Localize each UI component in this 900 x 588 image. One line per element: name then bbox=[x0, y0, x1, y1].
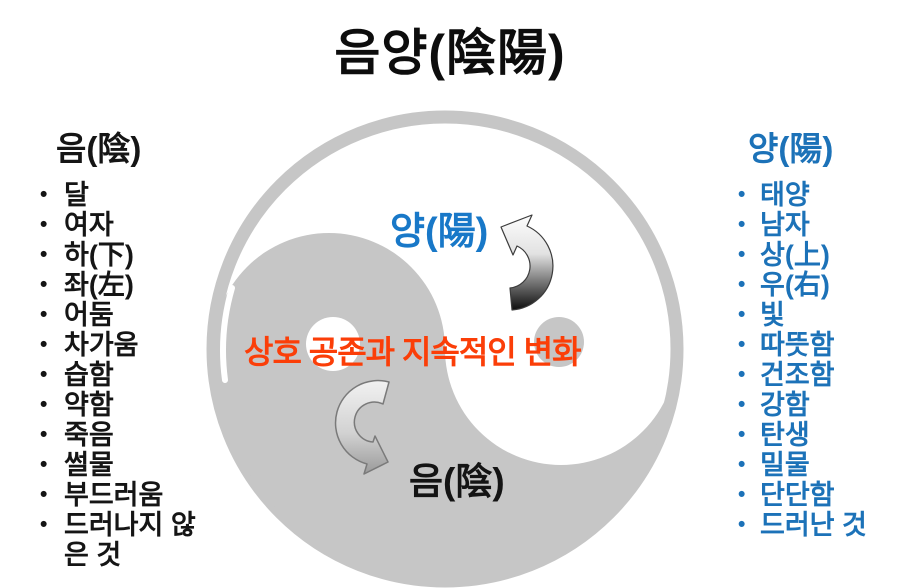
list-item-label: 달 bbox=[64, 180, 89, 210]
yang-center-label: 양(陽) bbox=[390, 211, 489, 253]
list-item: • 어둠 bbox=[36, 300, 214, 330]
list-item-label: 우(右) bbox=[760, 270, 830, 300]
list-item: • 태양 bbox=[724, 180, 896, 210]
list-item: • 남자 bbox=[724, 210, 896, 240]
list-item-label: 태양 bbox=[760, 180, 810, 210]
bullet-icon: • bbox=[738, 453, 746, 476]
yang-column-heading: 양(陽) bbox=[748, 130, 834, 167]
list-item-label: 썰물 bbox=[64, 450, 114, 480]
list-item: • 여자 bbox=[36, 210, 214, 240]
list-item: • 단단함 bbox=[724, 480, 896, 510]
list-item: •달 bbox=[36, 180, 214, 210]
bullet-icon: • bbox=[738, 213, 746, 236]
bullet-icon: • bbox=[738, 483, 746, 506]
list-item: • 습함 bbox=[36, 360, 214, 390]
list-item: • 약함 bbox=[36, 390, 214, 420]
bullet-icon: • bbox=[40, 333, 48, 356]
list-item-label: 단단함 bbox=[760, 480, 835, 510]
bullet-icon: • bbox=[40, 513, 48, 536]
list-item-label: 빛 bbox=[760, 300, 785, 330]
list-item: • 드러난 것 bbox=[724, 510, 896, 540]
bullet-icon: • bbox=[40, 483, 48, 506]
yin-list: •달•여자•하(下)•좌(左)•어둠•차가움•습함•약함•죽음•썰물•부드러움•… bbox=[36, 180, 214, 570]
list-item: •빛 bbox=[724, 300, 896, 330]
list-item-label: 상(上) bbox=[760, 240, 830, 270]
bullet-icon: • bbox=[40, 213, 48, 236]
bullet-icon: • bbox=[40, 273, 48, 296]
bullet-icon: • bbox=[738, 363, 746, 386]
list-item-label: 습함 bbox=[64, 360, 114, 390]
list-item-label: 남자 bbox=[760, 210, 810, 240]
list-item: • 죽음 bbox=[36, 420, 214, 450]
list-item: • 우(右) bbox=[724, 270, 896, 300]
yin-curved-arrow-icon bbox=[334, 379, 390, 475]
list-item-label: 강함 bbox=[760, 390, 810, 420]
bullet-icon: • bbox=[40, 423, 48, 446]
list-item-label: 드러난 것 bbox=[760, 510, 867, 540]
bullet-icon: • bbox=[40, 363, 48, 386]
yin-dot-in-yang bbox=[534, 317, 584, 367]
yang-list: •태양•남자•상(上)•우(右)•빛•따뜻함•건조함•강함•탄생•밀물•단단함•… bbox=[724, 180, 896, 540]
yang-curved-arrow-icon bbox=[500, 214, 554, 311]
yang-column: 양(陽) •태양•남자•상(上)•우(右)•빛•따뜻함•건조함•강함•탄생•밀물… bbox=[724, 130, 896, 540]
list-item: • 드러나지 않은 것 bbox=[36, 510, 214, 570]
bullet-icon: • bbox=[40, 393, 48, 416]
bullet-icon: • bbox=[738, 183, 746, 206]
bullet-icon: • bbox=[738, 243, 746, 266]
yin-column: 음(陰) •달•여자•하(下)•좌(左)•어둠•차가움•습함•약함•죽음•썰물•… bbox=[36, 130, 214, 570]
yin-gray-half bbox=[213, 233, 677, 581]
list-item-label: 건조함 bbox=[760, 360, 835, 390]
list-item-label: 죽음 bbox=[64, 420, 114, 450]
center-caption: 상호 공존과 지속적인 변화 bbox=[244, 334, 582, 370]
list-item: • 부드러움 bbox=[36, 480, 214, 510]
page-title: 음양(陰陽) bbox=[334, 25, 566, 81]
bullet-icon: • bbox=[738, 303, 746, 326]
list-item: • 하(下) bbox=[36, 240, 214, 270]
bullet-icon: • bbox=[40, 453, 48, 476]
list-item: • 상(上) bbox=[724, 240, 896, 270]
list-item: • 좌(左) bbox=[36, 270, 214, 300]
list-item-label: 약함 bbox=[64, 390, 114, 420]
list-item-label: 어둠 bbox=[64, 300, 114, 330]
list-item: • 썰물 bbox=[36, 450, 214, 480]
list-item-label: 하(下) bbox=[64, 240, 134, 270]
ring-notch bbox=[220, 285, 235, 383]
list-item: • 강함 bbox=[724, 390, 896, 420]
bullet-icon: • bbox=[738, 393, 746, 416]
list-item-label: 탄생 bbox=[760, 420, 810, 450]
list-item-label: 좌(左) bbox=[64, 270, 134, 300]
bullet-icon: • bbox=[40, 243, 48, 266]
bullet-icon: • bbox=[738, 273, 746, 296]
bullet-icon: • bbox=[40, 183, 48, 206]
list-item-label: 따뜻함 bbox=[760, 330, 835, 360]
list-item: • 밀물 bbox=[724, 450, 896, 480]
list-item-label: 차가움 bbox=[64, 330, 139, 360]
list-item-label: 밀물 bbox=[760, 450, 810, 480]
yin-center-label: 음(陰) bbox=[409, 461, 505, 502]
yin-column-heading: 음(陰) bbox=[56, 130, 142, 167]
list-item: • 차가움 bbox=[36, 330, 214, 360]
list-item: • 건조함 bbox=[724, 360, 896, 390]
yang-dot-in-yin bbox=[306, 317, 360, 371]
bullet-icon: • bbox=[738, 513, 746, 536]
list-item: • 따뜻함 bbox=[724, 330, 896, 360]
list-item-label: 부드러움 bbox=[64, 480, 164, 510]
list-item-label: 드러나지 않은 것 bbox=[64, 510, 196, 570]
list-item: • 탄생 bbox=[724, 420, 896, 450]
bullet-icon: • bbox=[738, 423, 746, 446]
bullet-icon: • bbox=[738, 333, 746, 356]
bullet-icon: • bbox=[40, 303, 48, 326]
list-item-label: 여자 bbox=[64, 210, 114, 240]
